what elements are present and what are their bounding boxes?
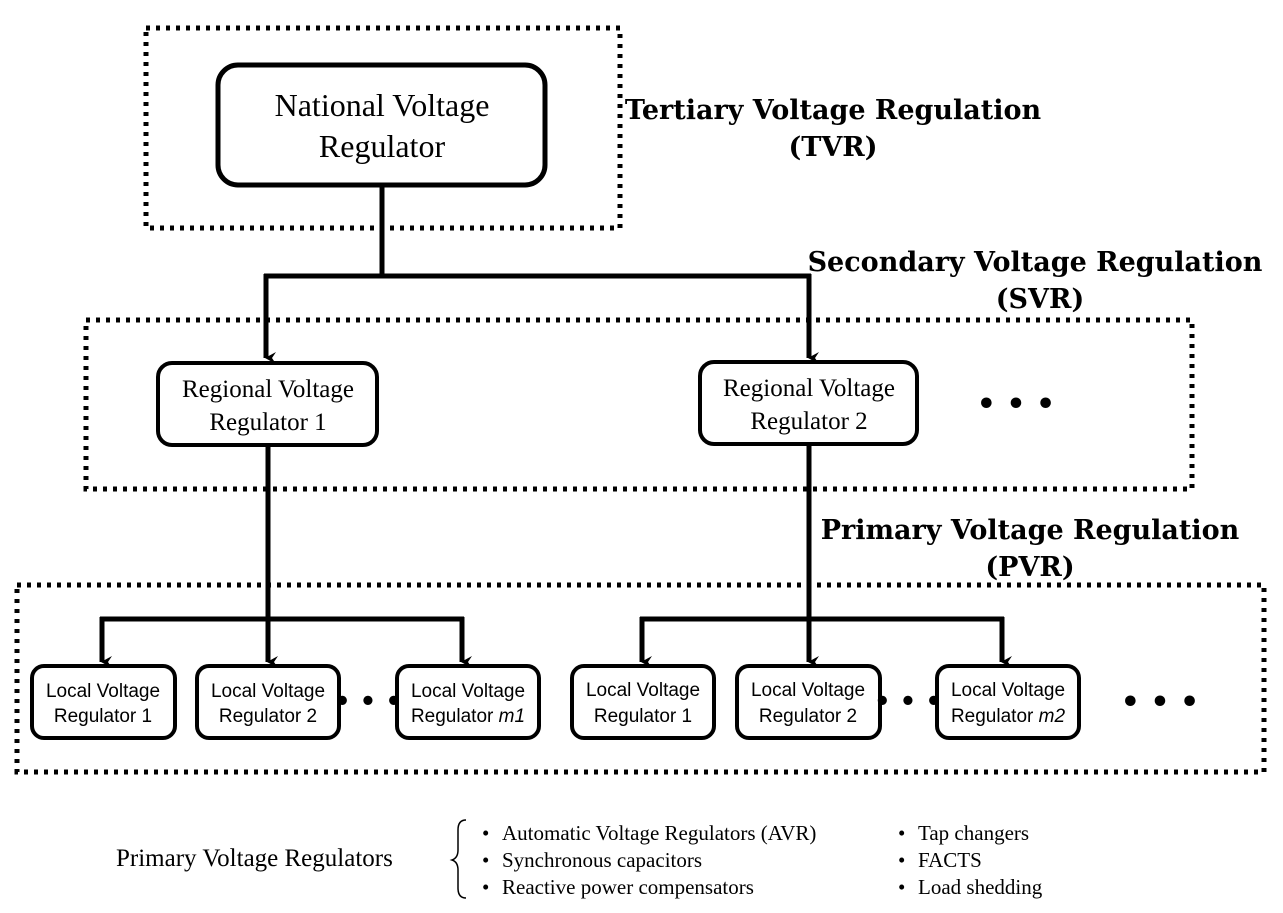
legend-col2-item-3: Load shedding [918,875,1043,899]
legend-col1-item-3: Reactive power compensators [502,875,754,899]
legend-col1-bullet-3: • [482,875,489,899]
pvr-region-frame [14,582,1267,775]
national-node-line2: Regulator [319,128,446,164]
regional-1-line1: Regional Voltage [182,376,354,403]
regional-ellipsis: • • • [977,387,1055,422]
primary-regulators-legend: Primary Voltage Regulators • Automatic V… [116,819,1043,899]
regional-2-line1: Regional Voltage [723,375,895,402]
legend-col1-bullet-2: • [482,848,489,872]
local-group-1-ellipsis: • • • [334,687,402,717]
tvr-label-line1: Tertiary Voltage Regulation [625,95,1042,126]
local-g2-2-line1: Local Voltage [751,680,865,701]
local-g2-m2-line1: Local Voltage [951,680,1065,701]
local-g1-2-line2: Regulator 2 [219,706,317,727]
national-voltage-regulator-node: National Voltage Regulator [215,62,548,188]
regional-voltage-regulator-1-node: Regional Voltage Regulator 1 [156,361,379,447]
regional-voltage-regulator-2-node: Regional Voltage Regulator 2 [698,360,919,446]
local-group-2-ellipsis: • • • [874,687,942,717]
svr-region-frame [83,317,1195,492]
local-g1-m1-line1: Local Voltage [411,681,525,702]
connectors-regional2-to-locals [639,445,1012,668]
legend-col1-bullet-1: • [482,821,489,845]
local-g1-1-line1: Local Voltage [46,681,160,702]
legend-brace [449,819,467,899]
local-g1-1-line2: Regulator 1 [54,706,152,727]
local-g2-1-line1: Local Voltage [586,680,700,701]
connectors-regional1-to-locals [99,447,472,668]
legend-col2-bullet-2: • [898,848,905,872]
local-g1-2-line1: Local Voltage [211,681,325,702]
regional-1-line2: Regulator 1 [209,409,326,436]
local-group-2-regulator-2-node: Local Voltage Regulator 2 [735,664,882,740]
regional-2-line2: Regulator 2 [750,408,867,435]
local-g1-m1-line2: Regulator m1 [411,706,525,727]
legend-col2-bullet-1: • [898,821,905,845]
local-group-1-regulator-m1-node: Local Voltage Regulator m1 [395,664,541,740]
legend-col2-bullet-3: • [898,875,905,899]
national-node-line1: National Voltage [275,87,490,123]
legend-col2-item-1: Tap changers [918,821,1029,845]
local-g2-1-line2: Regulator 1 [594,706,692,727]
tvr-label-line2: (TVR) [788,132,877,163]
local-g2-m2-line2: Regulator m2 [951,706,1065,727]
legend-col2-item-2: FACTS [918,848,982,872]
local-group-1-regulator-1-node: Local Voltage Regulator 1 [30,664,177,740]
pvr-label-line1: Primary Voltage Regulation [821,515,1240,546]
legend-col1-item-2: Synchronous capacitors [502,848,702,872]
svr-label-line2: (SVR) [996,284,1084,315]
legend-title: Primary Voltage Regulators [116,845,393,872]
pvr-label-line2: (PVR) [985,552,1074,583]
local-groups-ellipsis: • • • [1121,685,1199,720]
local-group-2-regulator-1-node: Local Voltage Regulator 1 [570,664,716,740]
local-g2-2-line2: Regulator 2 [759,706,857,727]
connectors-national-to-regional [263,184,819,364]
legend-col1-item-1: Automatic Voltage Regulators (AVR) [502,821,816,845]
local-group-1-regulator-2-node: Local Voltage Regulator 2 [195,664,341,740]
svr-label-line1: Secondary Voltage Regulation [808,247,1263,278]
local-group-2-regulator-m2-node: Local Voltage Regulator m2 [935,664,1081,740]
